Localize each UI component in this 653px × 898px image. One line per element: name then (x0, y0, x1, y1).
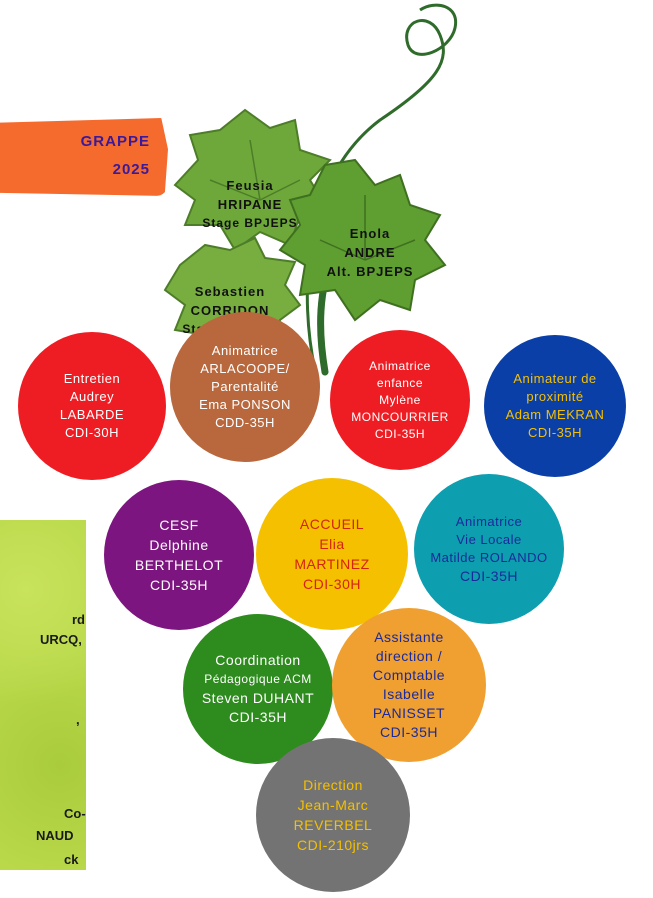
grape-proximite: Animateur de proximité Adam MEKRAN CDI-3… (484, 335, 626, 477)
panel-line-5: NAUD (36, 828, 74, 843)
title-banner-background (0, 118, 168, 196)
grape-entretien: Entretien Audrey LABARDE CDI-30H (18, 332, 166, 480)
panel-line-1: rd (72, 612, 85, 627)
grape-accueil: ACCUEIL Elia MARTINEZ CDI-30H (256, 478, 408, 630)
grape-assistante: Assistante direction / Comptable Isabell… (332, 608, 486, 762)
grape-arlacoope: Animatrice ARLACOOPE/ Parentalité Ema PO… (170, 312, 320, 462)
leaf-feusia: Feusia HRIPANE Stage BPJEPS (202, 178, 298, 230)
title-banner-text: GRAPPE 2025 (0, 128, 150, 184)
panel-line-6: ck (64, 852, 79, 867)
panel-line-2: URCQ, (40, 632, 82, 647)
leaf-icon (278, 158, 447, 322)
grape-direction: Direction Jean-Marc REVERBEL CDI-210jrs (256, 738, 410, 892)
leaf-icon (173, 108, 332, 252)
panel-line-4: Co- (64, 806, 86, 821)
grape-enfance: Animatrice enfance Mylène MONCOURRIER CD… (330, 330, 470, 470)
grape-coordination: Coordination Pédagogique ACM Steven DUHA… (183, 614, 333, 764)
banner-line-1: GRAPPE (80, 133, 150, 150)
grape-vielocale: Animatrice Vie Locale Matilde ROLANDO CD… (414, 474, 564, 624)
banner-line-2: 2025 (112, 161, 150, 178)
panel-line-3: , (76, 712, 80, 727)
leaf-enola: Enola ANDRE Alt. BPJEPS (326, 226, 414, 279)
grape-cesf: CESF Delphine BERTHELOT CDI-35H (104, 480, 254, 630)
volunteers-panel (0, 520, 86, 870)
